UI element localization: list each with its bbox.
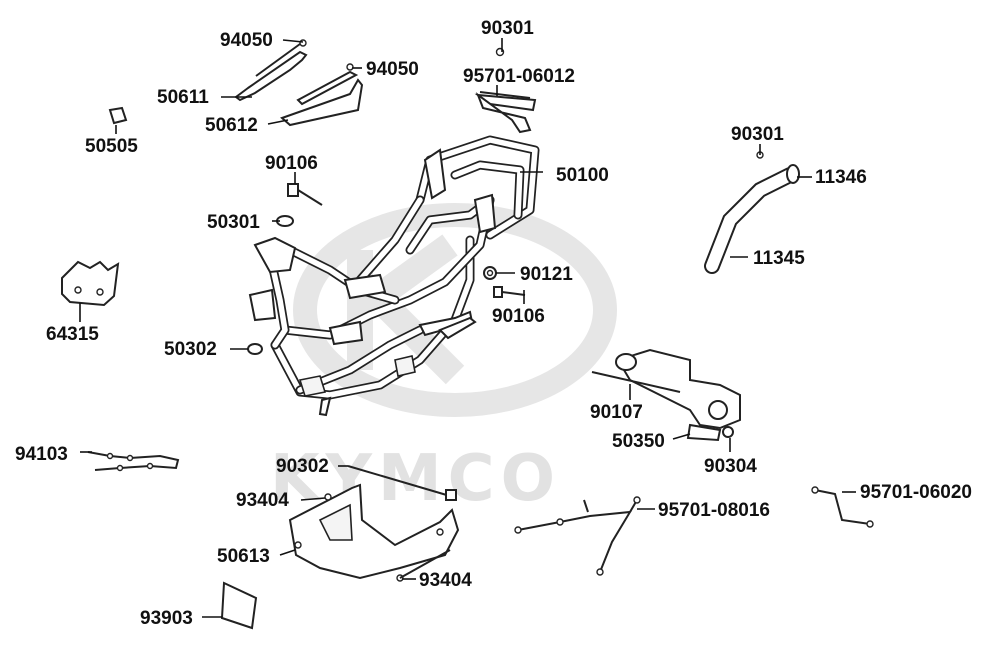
label-11345: 11345 <box>753 248 805 269</box>
label-95701-06012: 95701-06012 <box>463 66 575 87</box>
label-50611: 50611 <box>157 87 209 108</box>
label-90106-a: 90106 <box>265 153 318 174</box>
label-94050-a: 94050 <box>220 30 273 51</box>
ring-50302 <box>247 343 263 355</box>
label-90106-b: 90106 <box>492 306 545 327</box>
label-95701-06020: 95701-06020 <box>860 482 972 503</box>
bolt-90106-a <box>287 183 323 206</box>
bracket-95701-06012 <box>474 47 537 134</box>
label-93903: 93903 <box>140 608 193 629</box>
label-50100: 50100 <box>556 165 609 186</box>
label-90301-a: 90301 <box>481 18 534 39</box>
label-93404-b: 93404 <box>419 570 472 591</box>
screw-93404-a <box>324 493 332 501</box>
part-labels: 94050 94050 50611 50612 50505 90301 9570… <box>15 18 972 629</box>
nut-90304 <box>722 426 734 438</box>
label-90301-b: 90301 <box>731 124 784 145</box>
cover-50613 <box>288 483 460 580</box>
leader-lines <box>79 38 856 618</box>
stay-50611 <box>234 39 308 102</box>
label-90121: 90121 <box>520 264 573 285</box>
bracket-95701-08016 <box>514 496 641 576</box>
stay-50612 <box>280 63 364 127</box>
label-50505: 50505 <box>85 136 138 157</box>
bracket-64315 <box>61 260 120 307</box>
screw-93404-b <box>396 549 451 582</box>
gasket-93903 <box>220 581 258 630</box>
bracket-95701-06020 <box>811 486 874 528</box>
harness-94103 <box>87 451 180 472</box>
frame-body <box>248 135 540 417</box>
label-90302: 90302 <box>276 456 329 477</box>
label-50350: 50350 <box>612 431 665 452</box>
label-90107: 90107 <box>590 402 643 423</box>
label-90304: 90304 <box>704 456 757 477</box>
bolt-90106-b <box>493 286 526 298</box>
label-50301: 50301 <box>207 212 260 233</box>
label-95701-08016: 95701-08016 <box>658 500 770 521</box>
clip-50505 <box>108 106 128 125</box>
label-94103: 94103 <box>15 444 68 465</box>
hanger-50350 <box>591 348 741 442</box>
label-50612: 50612 <box>205 115 258 136</box>
rod-90302 <box>347 465 457 501</box>
label-94050-b: 94050 <box>366 59 419 80</box>
watermark-text: KYMCO <box>270 442 561 516</box>
label-11346: 11346 <box>815 167 867 188</box>
label-50613: 50613 <box>217 546 270 567</box>
nut-90121 <box>483 266 497 280</box>
label-64315: 64315 <box>46 324 99 345</box>
label-50302: 50302 <box>164 339 217 360</box>
label-93404-a: 93404 <box>236 490 289 511</box>
